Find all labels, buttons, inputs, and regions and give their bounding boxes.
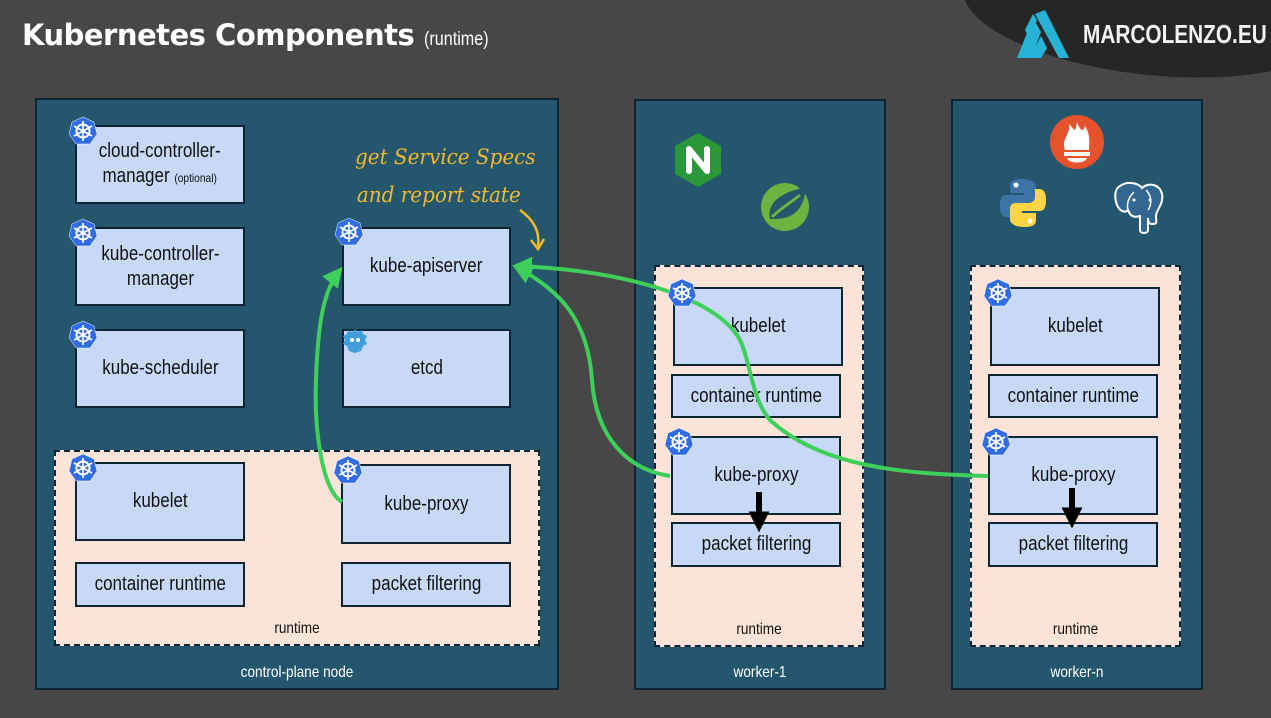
component-label: container runtime (1007, 384, 1139, 407)
component-label: container runtime (690, 384, 822, 407)
component-label: container runtime (94, 573, 226, 595)
runtime-label: runtime (736, 621, 782, 638)
component-label: manager (102, 164, 170, 187)
annotation-note: get Service Specs and report state (355, 138, 536, 214)
kubelet: kubelet (673, 287, 843, 366)
component-label: manager (126, 267, 194, 290)
component-label: kube-scheduler (101, 357, 219, 379)
component-label: kube-apiserver (370, 255, 483, 277)
cloud-controller-manager: cloud-controller- manager (optional) (75, 125, 245, 204)
spring-icon (761, 183, 809, 231)
component-label: kubelet (1047, 315, 1103, 337)
kube-controller-manager: kube-controller- manager (75, 227, 245, 306)
brand-name: MARCOLENZO.EU (1083, 18, 1267, 49)
component-label: cloud-controller- (99, 139, 221, 162)
annotation-line: get Service Specs (355, 145, 536, 169)
annotation-line: and report state (356, 183, 521, 207)
component-label: kube-proxy (713, 464, 799, 486)
etcd-icon (343, 329, 367, 353)
node-label: worker-n (1050, 664, 1104, 681)
component-label: kube-controller- (100, 242, 220, 265)
component-label: etcd (410, 357, 443, 379)
brand-logo: MARCOLENZO.EU (1015, 8, 1271, 60)
packet-filtering: packet filtering (341, 562, 511, 607)
kube-proxy: kube-proxy (341, 464, 511, 544)
component-label: packet filtering (701, 533, 811, 555)
prometheus-icon (1050, 115, 1104, 169)
python-icon (1000, 179, 1046, 227)
kube-proxy: kube-proxy (671, 436, 841, 515)
packet-filtering: packet filtering (988, 522, 1158, 567)
component-label: packet filtering (1018, 533, 1128, 555)
runtime-label: runtime (274, 620, 320, 637)
title-subtitle: (runtime) (423, 29, 489, 50)
node-label: control-plane node (240, 664, 354, 681)
title-text: Kubernetes Components (22, 18, 415, 52)
marcolenzo-logo-icon (1017, 10, 1069, 58)
container-runtime: container runtime (75, 562, 245, 607)
node-label: worker-1 (733, 664, 787, 681)
component-label: packet filtering (371, 573, 481, 595)
runtime-label: runtime (1052, 621, 1099, 638)
component-label: kubelet (132, 490, 188, 512)
kubelet: kubelet (75, 462, 245, 541)
nginx-icon (675, 133, 721, 187)
packet-filtering: packet filtering (671, 522, 841, 567)
container-runtime: container runtime (671, 374, 841, 418)
kube-apiserver: kube-apiserver (342, 227, 511, 306)
page-title: Kubernetes Components (runtime) (22, 18, 500, 52)
kube-scheduler: kube-scheduler (75, 329, 245, 408)
container-runtime: container runtime (988, 374, 1158, 418)
postgresql-icon (1114, 181, 1164, 234)
component-label: kubelet (730, 315, 786, 337)
kube-proxy: kube-proxy (988, 436, 1158, 515)
component-label: kube-proxy (383, 492, 469, 515)
kubelet: kubelet (990, 287, 1160, 366)
component-label: kube-proxy (1030, 464, 1116, 486)
etcd: etcd (342, 329, 511, 408)
optional-note: (optional) (174, 170, 218, 185)
